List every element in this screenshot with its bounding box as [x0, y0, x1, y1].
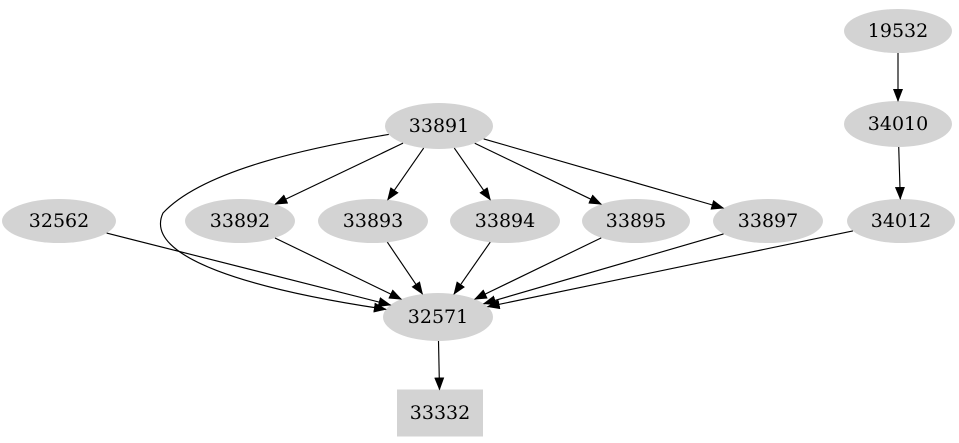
- node-32571-ellipse: [383, 293, 493, 341]
- edge-33891-to-33894: [453, 147, 491, 201]
- node-32562-label: 32562: [29, 210, 89, 232]
- edge-33891-to-33892: [274, 142, 404, 205]
- edge-33891-to-33893: [387, 147, 425, 201]
- edge-33894-to-32571: [453, 241, 491, 295]
- node-33332-label: 33332: [410, 402, 470, 424]
- node-33332-box: [397, 389, 483, 437]
- node-32562-ellipse: [2, 199, 116, 243]
- edge-34012-to-32571: [486, 230, 853, 310]
- edge-33892-to-32571: [274, 237, 403, 300]
- node-32571-label: 32571: [408, 306, 468, 328]
- node-34012-label: 34012: [871, 210, 931, 232]
- edge-32571-to-33332: [434, 340, 445, 391]
- node-19532-label: 19532: [868, 20, 928, 42]
- node-33897-ellipse: [713, 199, 823, 243]
- node-33895-label: 33895: [606, 210, 666, 232]
- node-34010-ellipse: [844, 101, 952, 147]
- edge-33891-to-32571: [160, 133, 389, 313]
- node-33894-ellipse: [450, 199, 560, 243]
- node-33897-label: 33897: [738, 210, 798, 232]
- node-34012-ellipse: [847, 199, 955, 243]
- node-34010-label: 34010: [868, 113, 928, 135]
- node-33892-ellipse: [185, 199, 295, 243]
- edge-34010-to-34012: [894, 146, 905, 201]
- node-33893-label: 33893: [343, 210, 403, 232]
- edge-33895-to-32571: [473, 237, 602, 300]
- node-33895-ellipse: [582, 199, 690, 243]
- node-33891-ellipse: [385, 103, 493, 149]
- edge-33891-to-33895: [474, 142, 603, 205]
- edge-33897-to-32571: [482, 233, 724, 306]
- node-33894-label: 33894: [475, 210, 535, 232]
- node-33893-ellipse: [318, 199, 428, 243]
- node-33891-label: 33891: [409, 115, 469, 137]
- edge-33893-to-32571: [386, 241, 423, 295]
- edge-33891-to-33897: [483, 138, 725, 210]
- node-19532-ellipse: [844, 9, 952, 53]
- edge-32562-to-32571: [106, 232, 392, 307]
- node-33892-label: 33892: [210, 210, 270, 232]
